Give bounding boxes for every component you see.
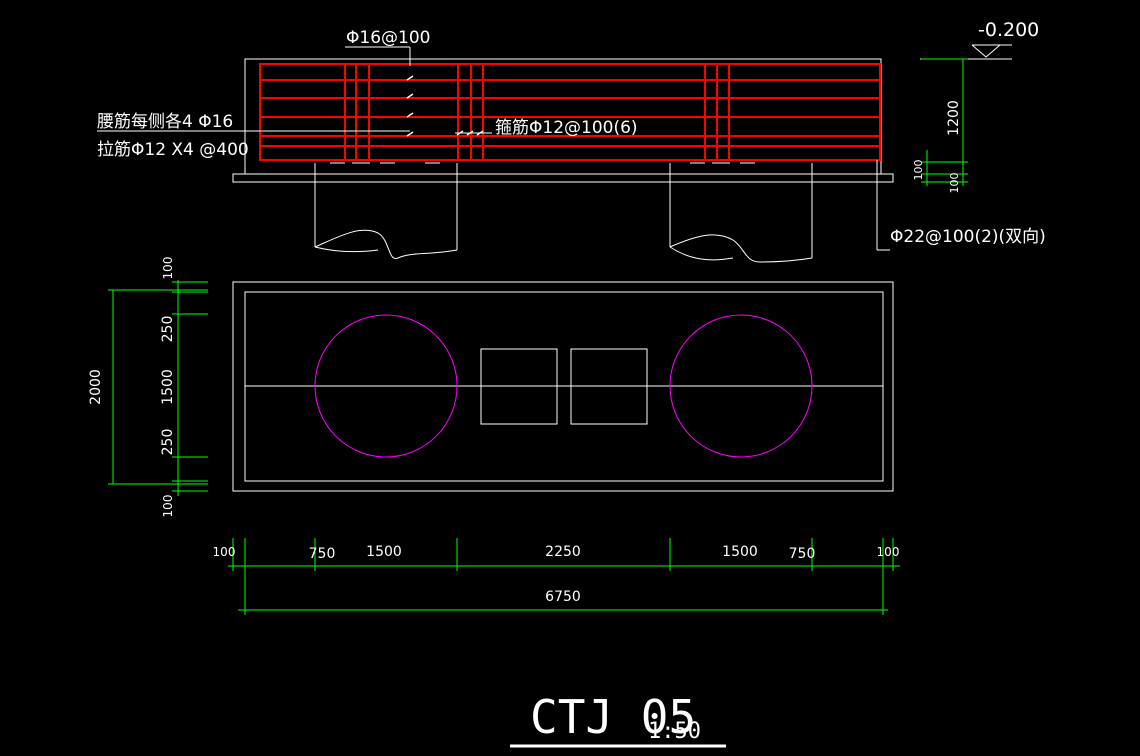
- dim-plan-v-seg: 250: [160, 429, 176, 456]
- dim-plan-h-seg: 100: [213, 545, 236, 559]
- leader-lines: [97, 46, 890, 251]
- leader-ticks: [406, 75, 484, 137]
- dim-plan-h-seg: 750: [789, 546, 816, 562]
- dim-plan-total-height: 2000: [88, 369, 104, 405]
- section-height-dimension: [921, 58, 968, 186]
- rebar-outer-loop: [259, 63, 881, 161]
- cushion-layer: [232, 173, 894, 183]
- plan-horizontal-dimension: [228, 538, 900, 615]
- drawing-title-block: CTJ 05 1:50: [510, 690, 726, 748]
- pile-right-plan: [669, 314, 813, 458]
- label-top-rebar: Φ16@100: [346, 28, 430, 48]
- dim-plan-total-width: 6750: [545, 589, 581, 605]
- column-left-plan: [480, 348, 558, 425]
- plan-view: 2000 100 250 1500 250 100 100 750 1500 2…: [88, 257, 900, 615]
- dim-plan-h-seg: 1500: [722, 544, 758, 560]
- dim-plan-h-seg: 1500: [366, 544, 402, 560]
- dim-plan-h-seg: 100: [877, 545, 900, 559]
- elevation-marker: -0.200: [920, 19, 1039, 60]
- column-right-plan: [570, 348, 648, 425]
- label-stirrup: 箍筋Φ12@100(6): [495, 118, 638, 138]
- rebar-cage: [259, 63, 881, 161]
- label-tie-rebar: 拉筋Φ12 X4 @400: [97, 140, 249, 160]
- elevation-text: -0.200: [978, 19, 1039, 41]
- dim-plan-h-seg: 2250: [545, 544, 581, 560]
- pile-right-section: [669, 163, 813, 263]
- dim-cover-bottom: 100: [948, 173, 961, 194]
- drawing-scale: 1:50: [648, 719, 701, 744]
- dim-plan-v-seg: 100: [161, 257, 175, 280]
- plan-vertical-dimension: [108, 280, 208, 496]
- dim-section-height: 1200: [946, 100, 962, 136]
- dim-plan-h-seg: 750: [309, 546, 336, 562]
- section-view: Φ16@100 腰筋每侧各4 Φ16 拉筋Φ12 X4 @400 箍筋Φ12@1…: [97, 19, 1046, 263]
- dim-cover-top: 100: [912, 160, 925, 181]
- pile-left-section: [314, 163, 458, 259]
- dim-plan-v-seg: 250: [160, 316, 176, 343]
- dim-plan-v-seg: 1500: [160, 369, 176, 405]
- drawing-title: CTJ 05: [530, 690, 696, 744]
- label-waist-rebar: 腰筋每侧各4 Φ16: [97, 112, 233, 132]
- plan-cushion-outline: [232, 281, 894, 492]
- dim-plan-v-seg: 100: [161, 495, 175, 518]
- pile-left-plan: [314, 314, 458, 458]
- label-bottom-rebar: Φ22@100(2)(双向): [890, 227, 1046, 247]
